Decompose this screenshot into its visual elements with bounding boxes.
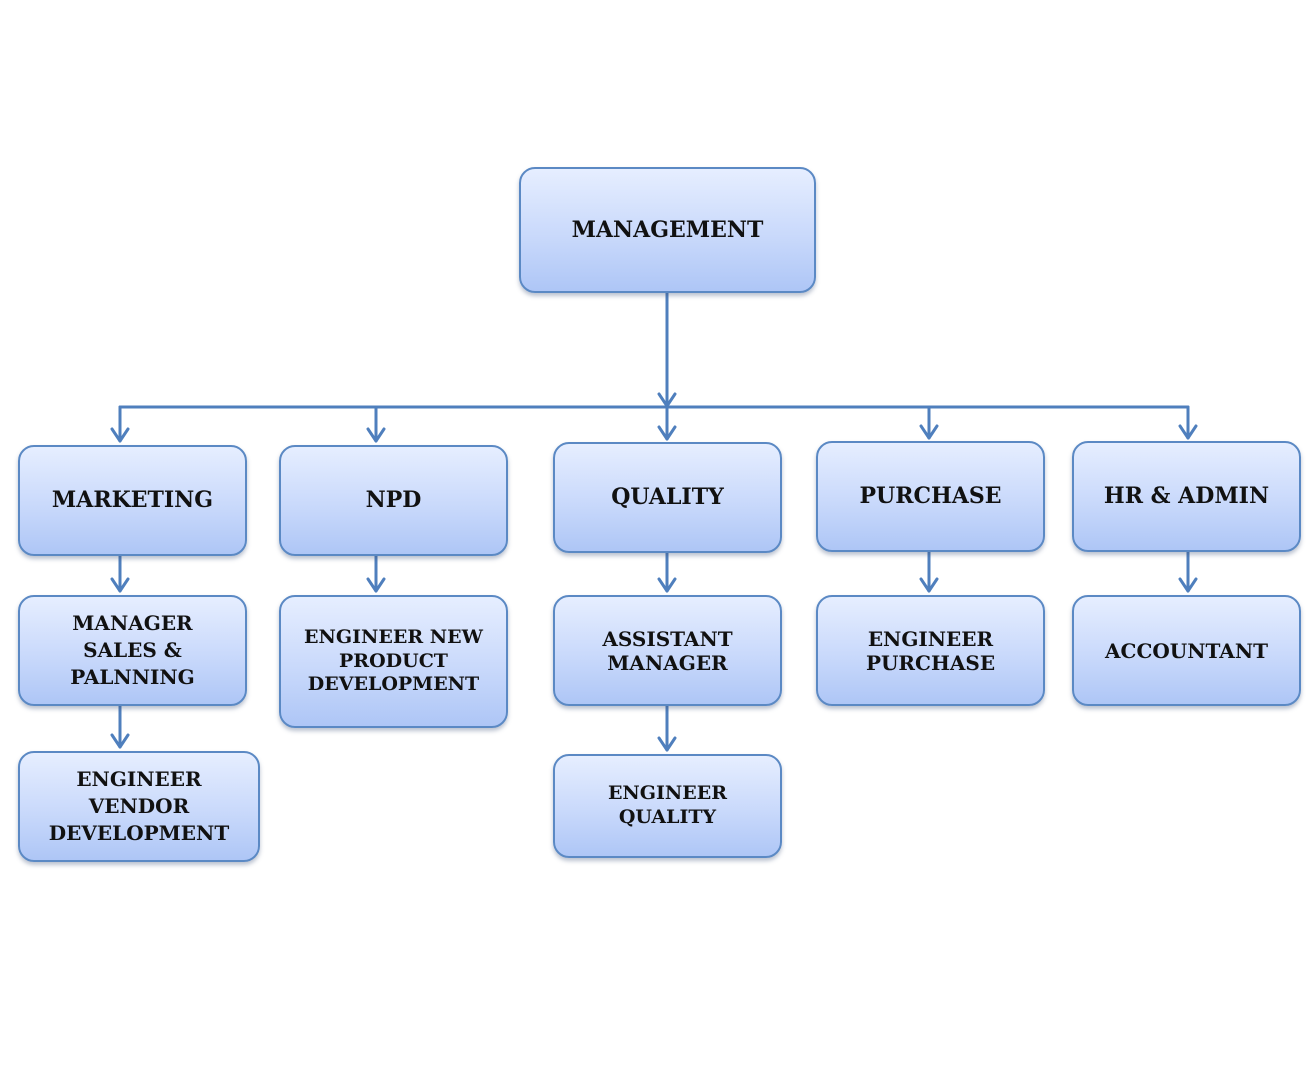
node-management-label: MANAGEMENT: [571, 216, 764, 243]
arrowhead-engineer-purchase: [919, 577, 939, 593]
node-engineer-vendor-development: ENGINEER VENDOR DEVELOPMENT: [18, 751, 260, 862]
arrowhead-engineer-quality: [657, 736, 677, 752]
node-engineer-quality: ENGINEER QUALITY: [553, 754, 782, 858]
node-marketing-label: MARKETING: [51, 487, 214, 514]
arrowhead-accountant: [1178, 577, 1198, 593]
node-assistant-manager: ASSISTANT MANAGER: [553, 595, 782, 706]
arrowhead-bus: [657, 392, 677, 408]
arrowhead-quality: [657, 425, 677, 441]
arrowhead-purchase: [919, 424, 939, 440]
arrowhead-engineer-npd: [366, 577, 386, 593]
arrowhead-marketing: [110, 427, 130, 443]
node-purchase-label: PURCHASE: [859, 483, 1002, 510]
node-engineer-purchase: ENGINEER PURCHASE: [816, 595, 1045, 706]
node-hr-admin-label: HR & ADMIN: [1103, 483, 1270, 510]
node-accountant-label: ACCOUNTANT: [1105, 638, 1268, 663]
node-engineer-quality-label: ENGINEER QUALITY: [607, 782, 728, 828]
node-engineer-new-product-development: ENGINEER NEW PRODUCT DEVELOPMENT: [279, 595, 508, 728]
node-engineer-new-product-development-label: ENGINEER NEW PRODUCT DEVELOPMENT: [304, 625, 483, 696]
arrowhead-vendor: [110, 733, 130, 749]
arrowhead-npd: [366, 427, 386, 443]
node-quality: QUALITY: [553, 442, 782, 553]
node-quality-label: QUALITY: [611, 484, 724, 511]
arrowhead-assistant: [657, 577, 677, 593]
node-npd-label: NPD: [365, 487, 422, 514]
node-manager-sales-planning-label: MANAGER SALES & PALNNING: [70, 611, 195, 689]
node-marketing: MARKETING: [18, 445, 247, 556]
node-purchase: PURCHASE: [816, 441, 1045, 552]
node-manager-sales-planning: MANAGER SALES & PALNNING: [18, 595, 247, 706]
node-hr-admin: HR & ADMIN: [1072, 441, 1301, 552]
node-accountant: ACCOUNTANT: [1072, 595, 1301, 706]
arrowhead-manager: [110, 577, 130, 593]
node-assistant-manager-label: ASSISTANT MANAGER: [602, 626, 733, 675]
node-npd: NPD: [279, 445, 508, 556]
node-management: MANAGEMENT: [519, 167, 816, 293]
node-engineer-purchase-label: ENGINEER PURCHASE: [865, 626, 996, 675]
arrowhead-hr-admin: [1178, 424, 1198, 440]
node-engineer-vendor-development-label: ENGINEER VENDOR DEVELOPMENT: [48, 767, 230, 845]
